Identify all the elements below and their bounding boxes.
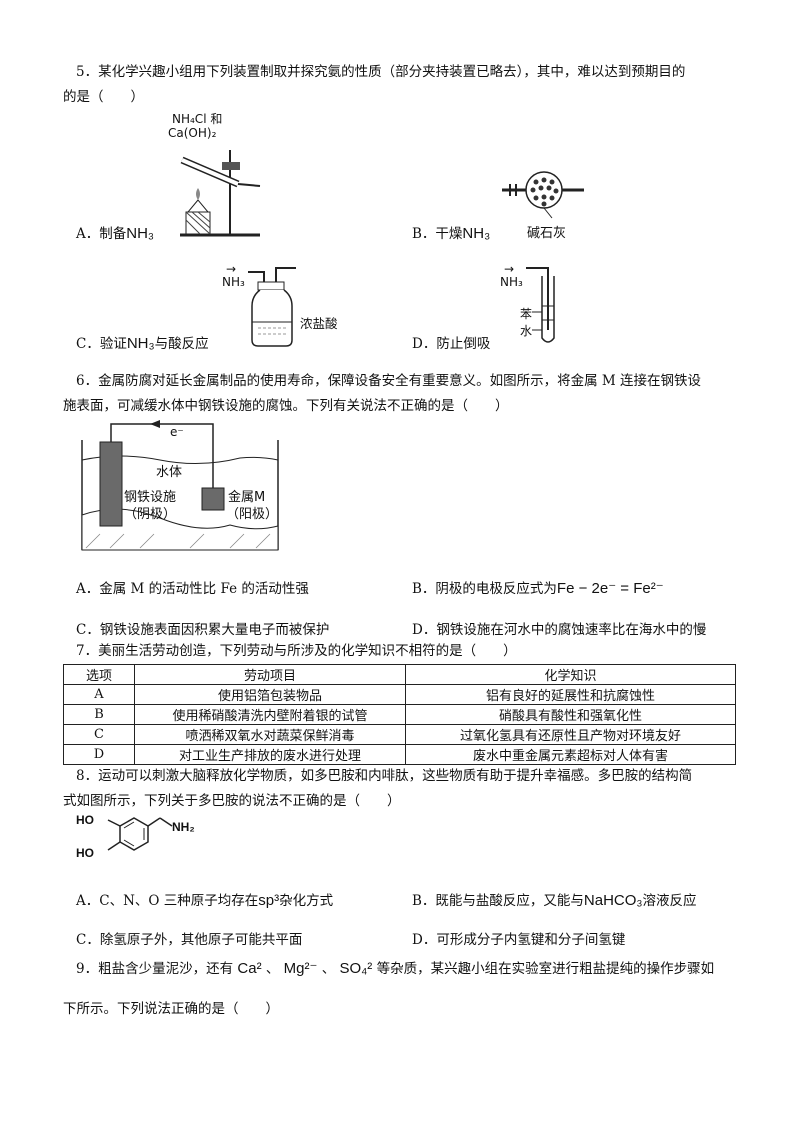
- q5-figure-d-test-tube: [526, 267, 555, 343]
- table-row: C 喷洒稀双氧水对蔬菜保鲜消毒 过氧化氢具有还原性且产物对环境友好: [63, 724, 736, 745]
- q8-option-a-text: A．C、N、O 三种原子均存在: [76, 893, 259, 909]
- q5-option-d[interactable]: D．防止倒吸: [412, 332, 490, 352]
- q9-sep2: 、: [321, 961, 336, 977]
- table-row: A 使用铝箔包装物品 铝有良好的延展性和抗腐蚀性: [63, 684, 736, 705]
- q9-stem-b: 等杂质，某兴趣小组在实验室进行粗盐提纯的操作步骤如: [376, 961, 715, 977]
- q9-stem-line1: 9．粗盐含少量泥沙，还有 Ca² 、 Mg²⁻ 、 SO₄² 等杂质，某兴趣小组…: [76, 958, 714, 980]
- q8-struct-ho1: HO: [76, 813, 94, 827]
- q5-fig-d-top: 苯: [520, 307, 533, 321]
- table-cell: 使用稀硝酸清洗内壁附着银的试管: [134, 704, 406, 725]
- q6-fig-metal-1: 金属M: [228, 490, 266, 505]
- q8-option-b-chem: NaHCO₃: [583, 892, 643, 909]
- table-cell: 硝酸具有酸性和强氧化性: [405, 704, 736, 725]
- q6-option-c[interactable]: C．钢铁设施表面因积累大量电子而被保护: [76, 622, 330, 638]
- q8-option-a-chem: sp³: [258, 892, 280, 909]
- q8-stem-line2: 式如图所示，下列关于多巴胺的说法不正确的是（ ）: [63, 793, 401, 809]
- table-header-cell: 化学知识: [405, 664, 736, 685]
- q5-fig-d-bottom: 水: [520, 324, 533, 338]
- table-cell: 废水中重金属元素超标对人体有害: [405, 744, 736, 765]
- q6-option-d[interactable]: D．钢铁设施在河水中的腐蚀速率比在海水中的慢: [412, 622, 707, 638]
- q6-fig-electron: e⁻: [170, 425, 184, 439]
- table-cell: 铝有良好的延展性和抗腐蚀性: [405, 684, 736, 705]
- q9-sep1: 、: [265, 961, 280, 977]
- q6-fig-steel-1: 钢铁设施: [124, 490, 177, 505]
- q8-option-d[interactable]: D．可形成分子内氢键和分子间氢键: [412, 932, 626, 948]
- q9-ion-so4: SO₄²: [339, 960, 373, 977]
- q9-ion-ca: Ca²: [237, 960, 262, 977]
- q5-option-d-text: D．防止倒吸: [412, 336, 491, 352]
- table-row: D 对工业生产排放的废水进行处理 废水中重金属元素超标对人体有害: [63, 744, 736, 765]
- q6-corrosion-diagram: [81, 420, 279, 551]
- q8-stem-line1: 8．运动可以刺激大脑释放化学物质，如多巴胺和内啡肽，这些物质有助于提升幸福感。多…: [76, 768, 693, 784]
- q5-option-c-text: C．验证: [76, 336, 127, 352]
- q5-figure-c-wash-bottle: [248, 267, 296, 347]
- q6-fig-water: 水体: [156, 465, 183, 480]
- q8-option-b-text: B．既能与盐酸反应，又能与: [412, 893, 584, 909]
- q8-struct-nh2: NH₂: [172, 820, 195, 834]
- q6-option-b-text: B．阴极的电极反应式为: [412, 581, 557, 597]
- q6-fig-steel-2: （阴极）: [124, 507, 177, 522]
- q5-fig-b-label: 碱石灰: [527, 226, 567, 241]
- q8-option-a[interactable]: A．C、N、O 三种原子均存在sp³杂化方式: [76, 889, 333, 909]
- q7-table: 选项 劳动项目 化学知识 A 使用铝箔包装物品 铝有良好的延展性和抗腐蚀性 B …: [63, 664, 736, 765]
- q5-fig-d-gas: NH₃: [500, 275, 523, 289]
- q8-option-b[interactable]: B．既能与盐酸反应，又能与NaHCO₃溶液反应: [412, 889, 697, 909]
- q6-option-a[interactable]: A．金属 M 的活动性比 Fe 的活动性强: [76, 581, 309, 597]
- table-cell: 使用铝箔包装物品: [134, 684, 406, 705]
- q5-option-c[interactable]: C．验证NH₃与酸反应: [76, 332, 209, 352]
- q5-option-b-text: B．干燥: [412, 226, 463, 242]
- q5-reagent-label-2: Ca(OH)₂: [168, 126, 217, 140]
- q6-stem-line2: 施表面，可减缓水体中钢铁设施的腐蚀。下列有关说法不正确的是（ ）: [63, 398, 509, 414]
- q9-stem-line2: 下所示。下列说法正确的是（ ）: [63, 1001, 279, 1017]
- q5-reagent-label-1: NH₄Cl 和: [172, 112, 223, 126]
- table-cell: A: [63, 684, 135, 705]
- q8-option-c[interactable]: C．除氢原子外，其他原子可能共平面: [76, 932, 303, 948]
- q5-fig-d-arrow: →: [504, 262, 515, 276]
- q5-option-a[interactable]: A．制备NH₃: [76, 222, 154, 242]
- q5-stem-line2: 的是（ ）: [63, 89, 144, 105]
- q5-fig-c-liquid: 浓盐酸: [300, 316, 338, 331]
- q5-figure-b-drying-tube: [502, 171, 584, 219]
- table-cell: D: [63, 744, 135, 765]
- q6-fig-metal-2: （阳极）: [226, 507, 279, 522]
- q5-fig-c-arrow: →: [226, 262, 237, 276]
- q5-option-c-chem: NH₃: [126, 335, 155, 352]
- q8-option-a-tail: 杂化方式: [279, 893, 334, 909]
- q7-stem: 7．美丽生活劳动创造，下列劳动与所涉及的化学知识不相符的是（ ）: [76, 643, 517, 659]
- q6-option-b[interactable]: B．阴极的电极反应式为Fe − 2e⁻ = Fe²⁻: [412, 577, 664, 597]
- q6-option-b-eq: Fe − 2e⁻ = Fe²⁻: [556, 580, 664, 597]
- q8-option-b-tail: 溶液反应: [642, 893, 697, 909]
- q5-figure-a-heating-apparatus: [180, 150, 261, 237]
- q5-option-a-text: A．制备: [76, 226, 127, 242]
- table-header-row: 选项 劳动项目 化学知识: [63, 664, 736, 685]
- q9-ion-mg: Mg²⁻: [283, 960, 318, 977]
- table-header-cell: 选项: [63, 664, 135, 685]
- q5-option-c-tail: 与酸反应: [154, 336, 209, 352]
- table-header-cell: 劳动项目: [134, 664, 406, 685]
- q5-option-b[interactable]: B．干燥NH₃: [412, 222, 490, 242]
- q8-struct-ho2: HO: [76, 846, 94, 860]
- q6-stem-line1: 6．金属防腐对延长金属制品的使用寿命，保障设备安全有重要意义。如图所示，将金属 …: [76, 373, 701, 389]
- q9-stem-a: 9．粗盐含少量泥沙，还有: [76, 961, 234, 977]
- table-cell: B: [63, 704, 135, 725]
- table-row: B 使用稀硝酸清洗内壁附着银的试管 硝酸具有酸性和强氧化性: [63, 704, 736, 725]
- table-cell: 对工业生产排放的废水进行处理: [134, 744, 406, 765]
- q8-dopamine-structure: [107, 817, 173, 851]
- q5-fig-c-gas: NH₃: [222, 275, 245, 289]
- q5-option-a-chem: NH₃: [126, 225, 155, 242]
- table-cell: C: [63, 724, 135, 745]
- q5-stem-line1: 5．某化学兴趣小组用下列装置制取并探究氨的性质（部分夹持装置已略去），其中，难以…: [76, 64, 686, 80]
- q5-option-b-chem: NH₃: [462, 225, 491, 242]
- table-cell: 喷洒稀双氧水对蔬菜保鲜消毒: [134, 724, 406, 745]
- table-cell: 过氧化氢具有还原性且产物对环境友好: [405, 724, 736, 745]
